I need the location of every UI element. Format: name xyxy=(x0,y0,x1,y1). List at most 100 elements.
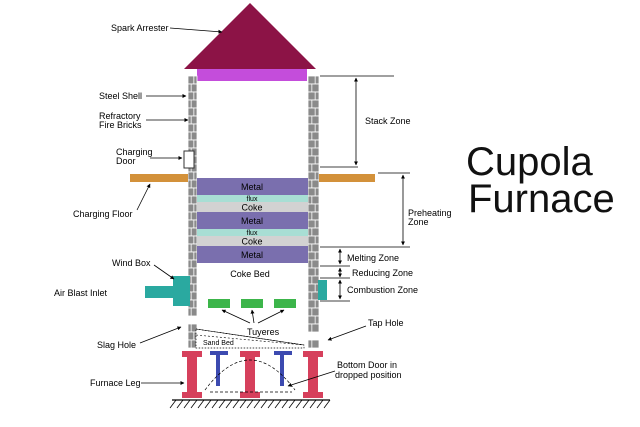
zone-preheating-2: Zone xyxy=(408,217,429,227)
charge-layer-label: flux xyxy=(247,230,258,237)
brick xyxy=(307,291,320,301)
brick xyxy=(187,139,198,149)
brick xyxy=(187,179,198,189)
brick xyxy=(187,115,198,125)
brick xyxy=(187,243,198,253)
tuyere-3 xyxy=(274,299,296,308)
spark-arrester xyxy=(197,69,307,81)
brick xyxy=(307,195,320,205)
brick xyxy=(187,235,198,245)
wind-box-right xyxy=(318,280,327,300)
left-wall xyxy=(187,75,198,349)
brick xyxy=(307,91,320,101)
charge-layer-metal xyxy=(197,212,308,229)
label-steel-shell: Steel Shell xyxy=(99,91,142,101)
brick xyxy=(187,307,198,317)
brick xyxy=(187,187,198,197)
brick xyxy=(187,107,198,117)
zone-brackets xyxy=(320,75,410,302)
brick xyxy=(187,83,198,93)
zone-reducing: Reducing Zone xyxy=(352,268,413,278)
ground-hatching xyxy=(169,399,331,409)
zone-stack: Stack Zone xyxy=(365,116,411,126)
label-charging-door-1: Charging xyxy=(116,147,153,157)
brick xyxy=(187,227,198,237)
brick xyxy=(307,267,320,277)
label-wind-box: Wind Box xyxy=(112,258,151,268)
brick xyxy=(187,219,198,229)
charge-layer-coke xyxy=(197,236,308,246)
brick xyxy=(307,155,320,165)
zone-preheating-1: Preheating xyxy=(408,208,452,218)
brick xyxy=(187,171,198,181)
brick xyxy=(187,211,198,221)
charge-layer-metal xyxy=(197,246,308,263)
brick xyxy=(307,243,320,253)
charging-door xyxy=(183,150,195,169)
charge-layer-flux xyxy=(197,195,308,202)
brick xyxy=(187,203,198,213)
roof xyxy=(184,3,316,69)
label-charging-floor: Charging Floor xyxy=(73,209,133,219)
brick xyxy=(187,267,198,277)
brick xyxy=(307,315,320,325)
furnace-legs xyxy=(182,351,323,398)
brick xyxy=(307,211,320,221)
brick xyxy=(307,187,320,197)
wind-box-left xyxy=(173,276,190,306)
brick xyxy=(307,339,320,349)
brick xyxy=(187,99,198,109)
brick xyxy=(307,235,320,245)
brick xyxy=(307,83,320,93)
brick xyxy=(307,219,320,229)
title-line-2: Furnace xyxy=(468,177,615,221)
brick xyxy=(187,123,198,133)
brick xyxy=(307,275,320,285)
charge-layer-coke xyxy=(197,202,308,212)
brick xyxy=(187,131,198,141)
label-air-blast-inlet: Air Blast Inlet xyxy=(54,288,108,298)
charge-layer-label: Metal xyxy=(241,216,263,226)
label-bottom-door-2: dropped position xyxy=(335,370,402,380)
brick xyxy=(307,131,320,141)
label-bottom-door-1: Bottom Door in xyxy=(337,360,397,370)
charge-layer-label: Metal xyxy=(241,250,263,260)
charge-layer-metal xyxy=(197,178,308,195)
brick xyxy=(307,163,320,173)
brick xyxy=(307,123,320,133)
charging-floor-left xyxy=(130,174,188,182)
brick xyxy=(307,251,320,261)
label-tuyeres: Tuyeres xyxy=(247,327,280,337)
tuyere-1 xyxy=(208,299,230,308)
charge-layer-flux xyxy=(197,229,308,236)
brick xyxy=(307,147,320,157)
brick xyxy=(187,75,198,85)
charge-layer-label: Coke xyxy=(241,203,262,213)
label-refractory-1: Refractory xyxy=(99,111,141,121)
label-slag-hole: Slag Hole xyxy=(97,340,136,350)
brick xyxy=(187,195,198,205)
brick xyxy=(307,99,320,109)
label-furnace-leg: Furnace Leg xyxy=(90,378,141,388)
label-refractory-2: Fire Bricks xyxy=(99,120,142,130)
brick xyxy=(307,283,320,293)
brick xyxy=(307,259,320,269)
zone-melting: Melting Zone xyxy=(347,253,399,263)
brick xyxy=(307,179,320,189)
brick xyxy=(187,339,198,349)
label-spark-arrester: Spark Arrester xyxy=(111,23,169,33)
brick xyxy=(187,259,198,269)
label-tap-hole: Tap Hole xyxy=(368,318,404,328)
zone-combustion: Combustion Zone xyxy=(347,285,418,295)
brick xyxy=(307,107,320,117)
brick xyxy=(307,139,320,149)
brick xyxy=(307,307,320,317)
title-line-1: Cupola xyxy=(466,140,594,184)
bottom-doors xyxy=(204,351,296,393)
brick xyxy=(187,251,198,261)
brick xyxy=(307,203,320,213)
brick xyxy=(307,75,320,85)
coke-bed-label: Coke Bed xyxy=(230,269,270,279)
charging-floor-right xyxy=(319,174,375,182)
